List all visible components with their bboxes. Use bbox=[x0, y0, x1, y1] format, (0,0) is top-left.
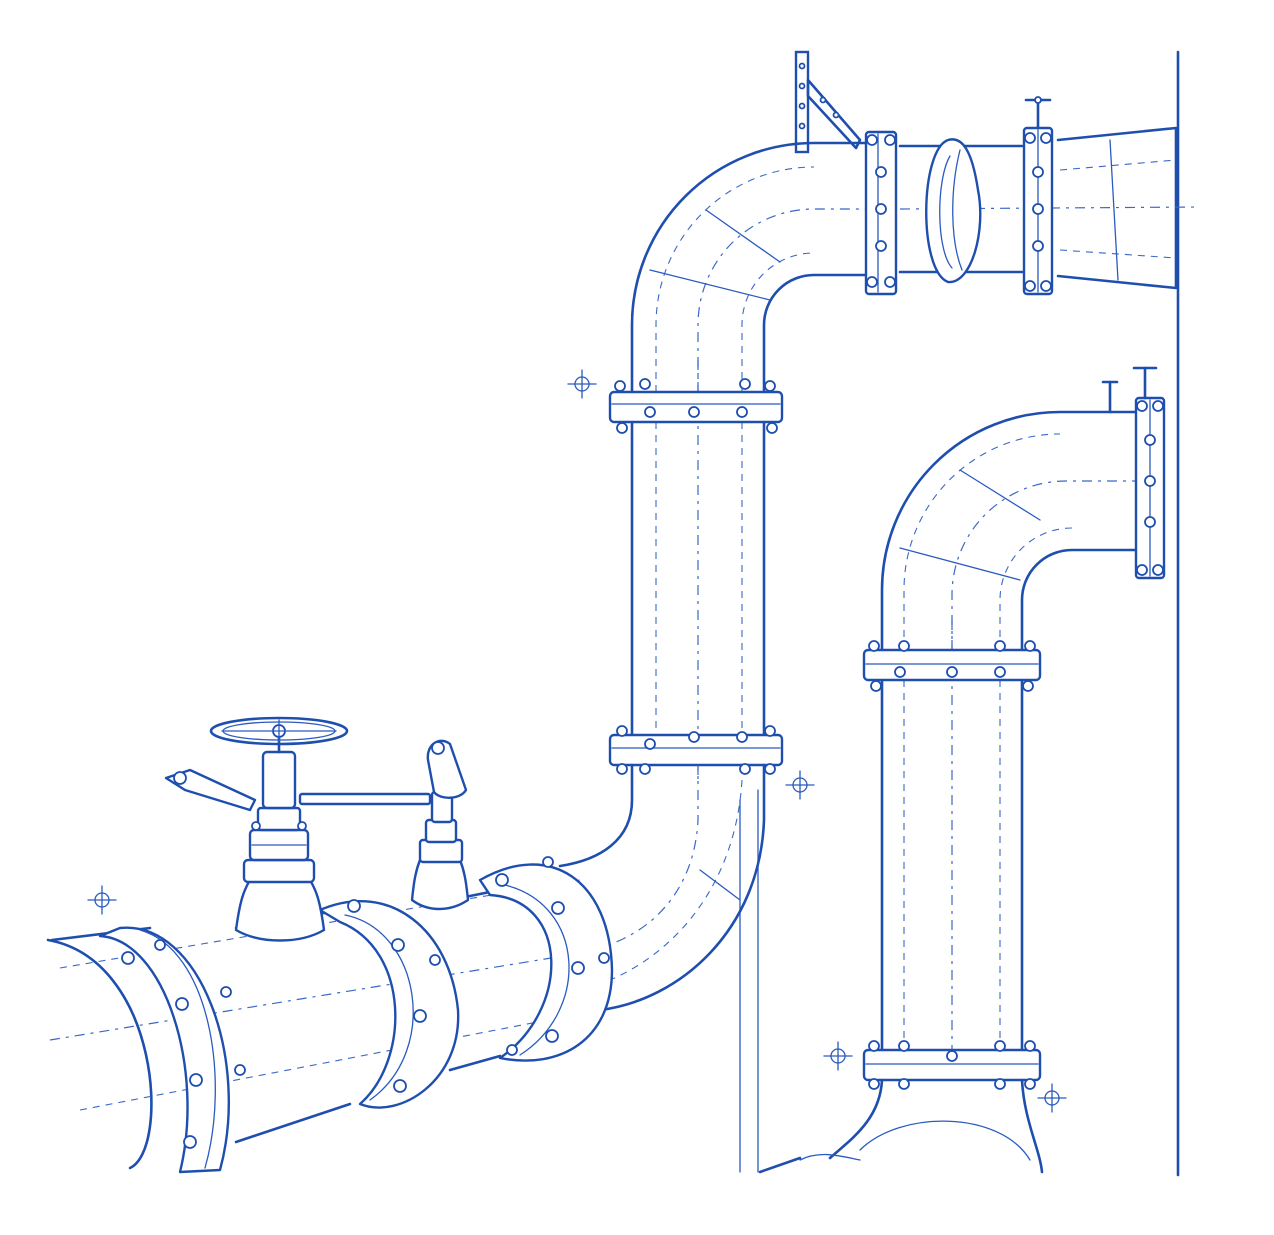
right-pipe-base bbox=[799, 1078, 1044, 1174]
upper-elbow bbox=[630, 141, 880, 394]
crosshair-mark-3 bbox=[87, 885, 117, 915]
valve-lever-arm bbox=[164, 768, 432, 812]
top-flange-right bbox=[1022, 96, 1054, 296]
right-wall-flange bbox=[1101, 366, 1166, 580]
expansion-joint bbox=[925, 138, 982, 284]
wall-lines bbox=[739, 50, 1180, 1177]
riser-flange-lower bbox=[608, 725, 784, 775]
main-riser-pipe bbox=[630, 360, 766, 780]
gate-valve bbox=[234, 736, 326, 942]
right-flange-lower bbox=[862, 1040, 1042, 1090]
wall-bracket bbox=[794, 50, 862, 154]
right-flange-upper bbox=[862, 640, 1042, 692]
right-elbow bbox=[880, 410, 1150, 652]
main-flange-right bbox=[478, 856, 614, 1062]
main-flange-mid bbox=[318, 899, 460, 1109]
handwheel-icon bbox=[209, 716, 349, 746]
main-flange-left bbox=[98, 926, 246, 1174]
right-vertical-pipe bbox=[880, 620, 1024, 1080]
crosshair-mark-2 bbox=[785, 770, 815, 800]
crosshair-mark-5 bbox=[1037, 1083, 1067, 1113]
crosshair-mark-4 bbox=[823, 1041, 853, 1071]
riser-flange-upper bbox=[608, 378, 784, 434]
top-flange-left bbox=[864, 130, 898, 296]
crosshair-mark-1 bbox=[567, 369, 597, 399]
lever-valve bbox=[410, 739, 470, 911]
